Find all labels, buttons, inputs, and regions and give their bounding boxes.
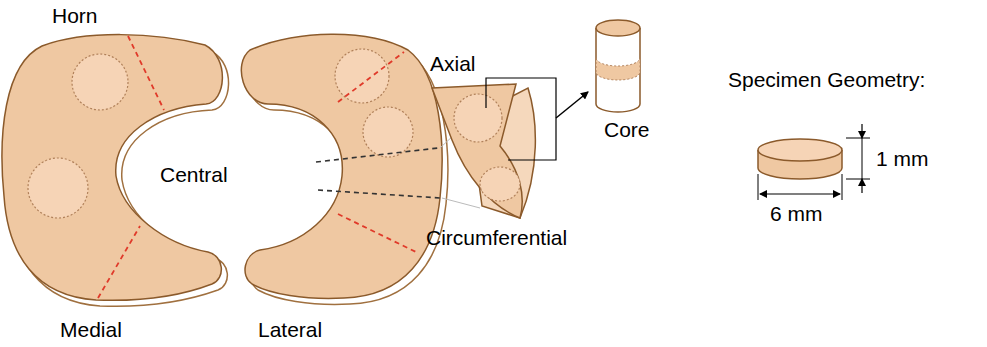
core-slice xyxy=(596,58,640,80)
specimen-site xyxy=(363,107,413,157)
dimension-label: 6 mm xyxy=(770,202,823,226)
axial-core-site xyxy=(454,94,502,142)
region-divider xyxy=(98,226,140,298)
core-top xyxy=(596,20,640,36)
core-cylinder xyxy=(596,28,640,112)
projection-line xyxy=(442,198,480,208)
region-divider xyxy=(338,52,404,102)
orientation-label: Axial xyxy=(430,52,476,76)
extension-line xyxy=(842,174,843,200)
dimension-arrow xyxy=(861,179,862,193)
specimen-top xyxy=(758,139,842,161)
meniscus-label: Lateral xyxy=(258,318,322,342)
part-label: Core xyxy=(604,118,650,142)
extension-line xyxy=(846,179,870,180)
wedge-section xyxy=(432,84,522,218)
lateral-meniscus xyxy=(241,34,442,298)
region-label: Central xyxy=(160,163,228,187)
extension-line xyxy=(846,138,870,139)
specimen-site xyxy=(72,54,128,110)
heading-label: Specimen Geometry: xyxy=(728,68,925,92)
region-divider xyxy=(338,214,416,252)
bracket xyxy=(486,78,556,160)
section-cut xyxy=(318,190,440,198)
circumferential-core-site xyxy=(480,167,520,201)
dimension-line xyxy=(862,138,863,179)
section-cut xyxy=(316,148,438,162)
orientation-label: Circumferential xyxy=(426,226,567,250)
dimension-arrow xyxy=(861,124,862,138)
specimen-site xyxy=(335,49,389,103)
extension-line xyxy=(758,174,759,200)
dimension-arrow xyxy=(760,193,800,194)
dimension-label: 1 mm xyxy=(876,147,929,171)
meniscus-label: Medial xyxy=(60,318,122,342)
arrow xyxy=(556,92,588,118)
dimension-arrow xyxy=(800,193,840,194)
region-label: Horn xyxy=(52,4,98,28)
specimen-site xyxy=(28,158,88,218)
region-divider xyxy=(128,36,164,110)
